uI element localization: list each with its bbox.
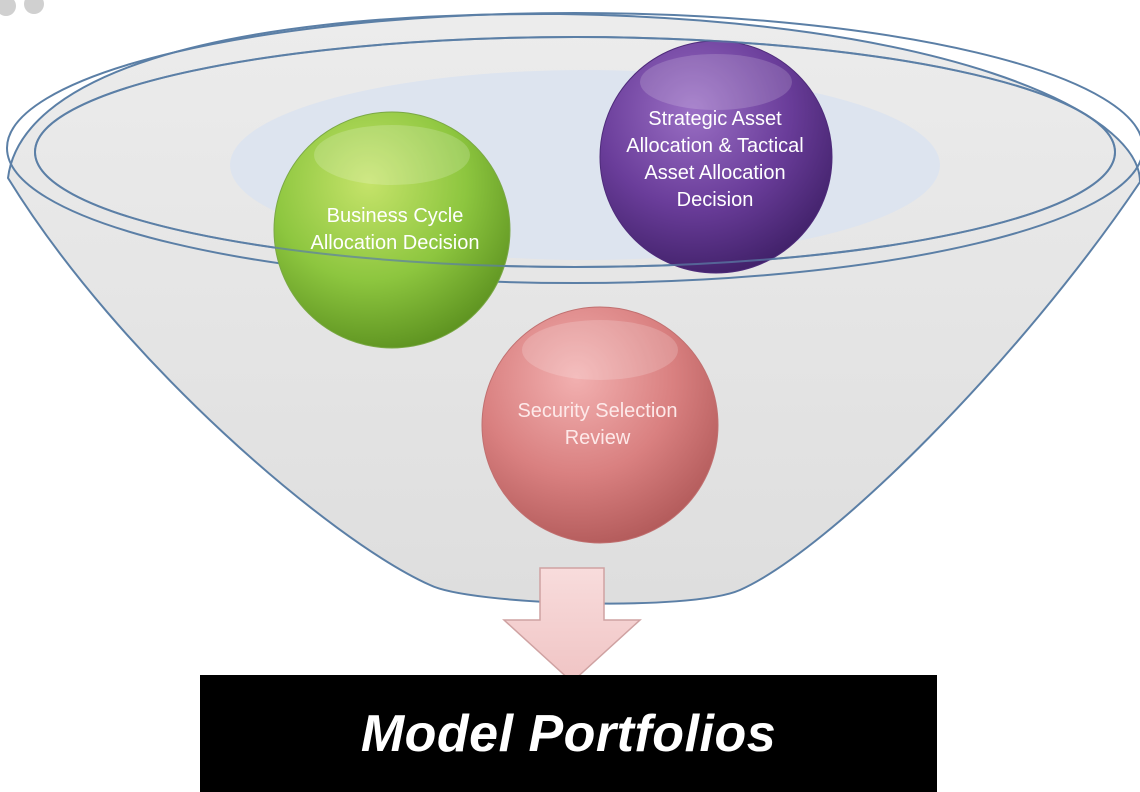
business-cycle-bubble [273,111,511,349]
down-arrow [502,567,642,684]
corner-decoration [0,0,44,16]
security-selection-bubble [481,306,719,544]
output-box: Model Portfolios [200,675,937,792]
output-label: Model Portfolios [360,704,777,763]
funnel-rim-outer [6,12,1140,284]
